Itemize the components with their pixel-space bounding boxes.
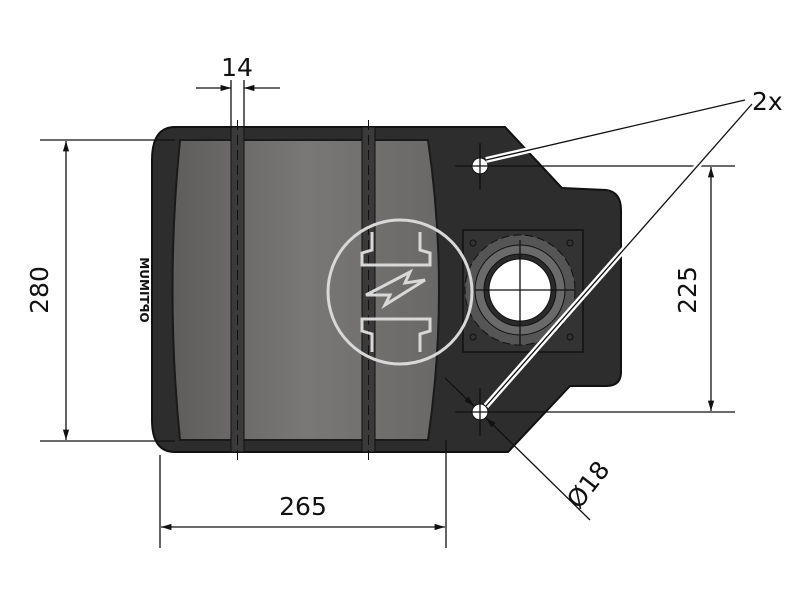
hole-count-callout: 2x: [483, 87, 783, 408]
mounting-straps: [230, 120, 376, 460]
svg-text:225: 225: [673, 266, 702, 314]
pole-flange: [462, 229, 584, 353]
dimension-height: 280: [25, 139, 175, 442]
mounting-holes: [455, 143, 505, 436]
lens-panel: [171, 139, 440, 441]
dimension-width: 265: [159, 440, 447, 548]
watermark-logo: [326, 218, 474, 366]
dimension-strap-width: 14: [196, 53, 280, 128]
svg-text:14: 14: [221, 53, 253, 82]
brand-logo: OPTIMUM: [137, 257, 151, 322]
svg-text:Ø18: Ø18: [561, 456, 616, 514]
svg-text:2x: 2x: [752, 87, 783, 116]
svg-text:265: 265: [279, 492, 327, 521]
svg-text:280: 280: [25, 266, 54, 314]
